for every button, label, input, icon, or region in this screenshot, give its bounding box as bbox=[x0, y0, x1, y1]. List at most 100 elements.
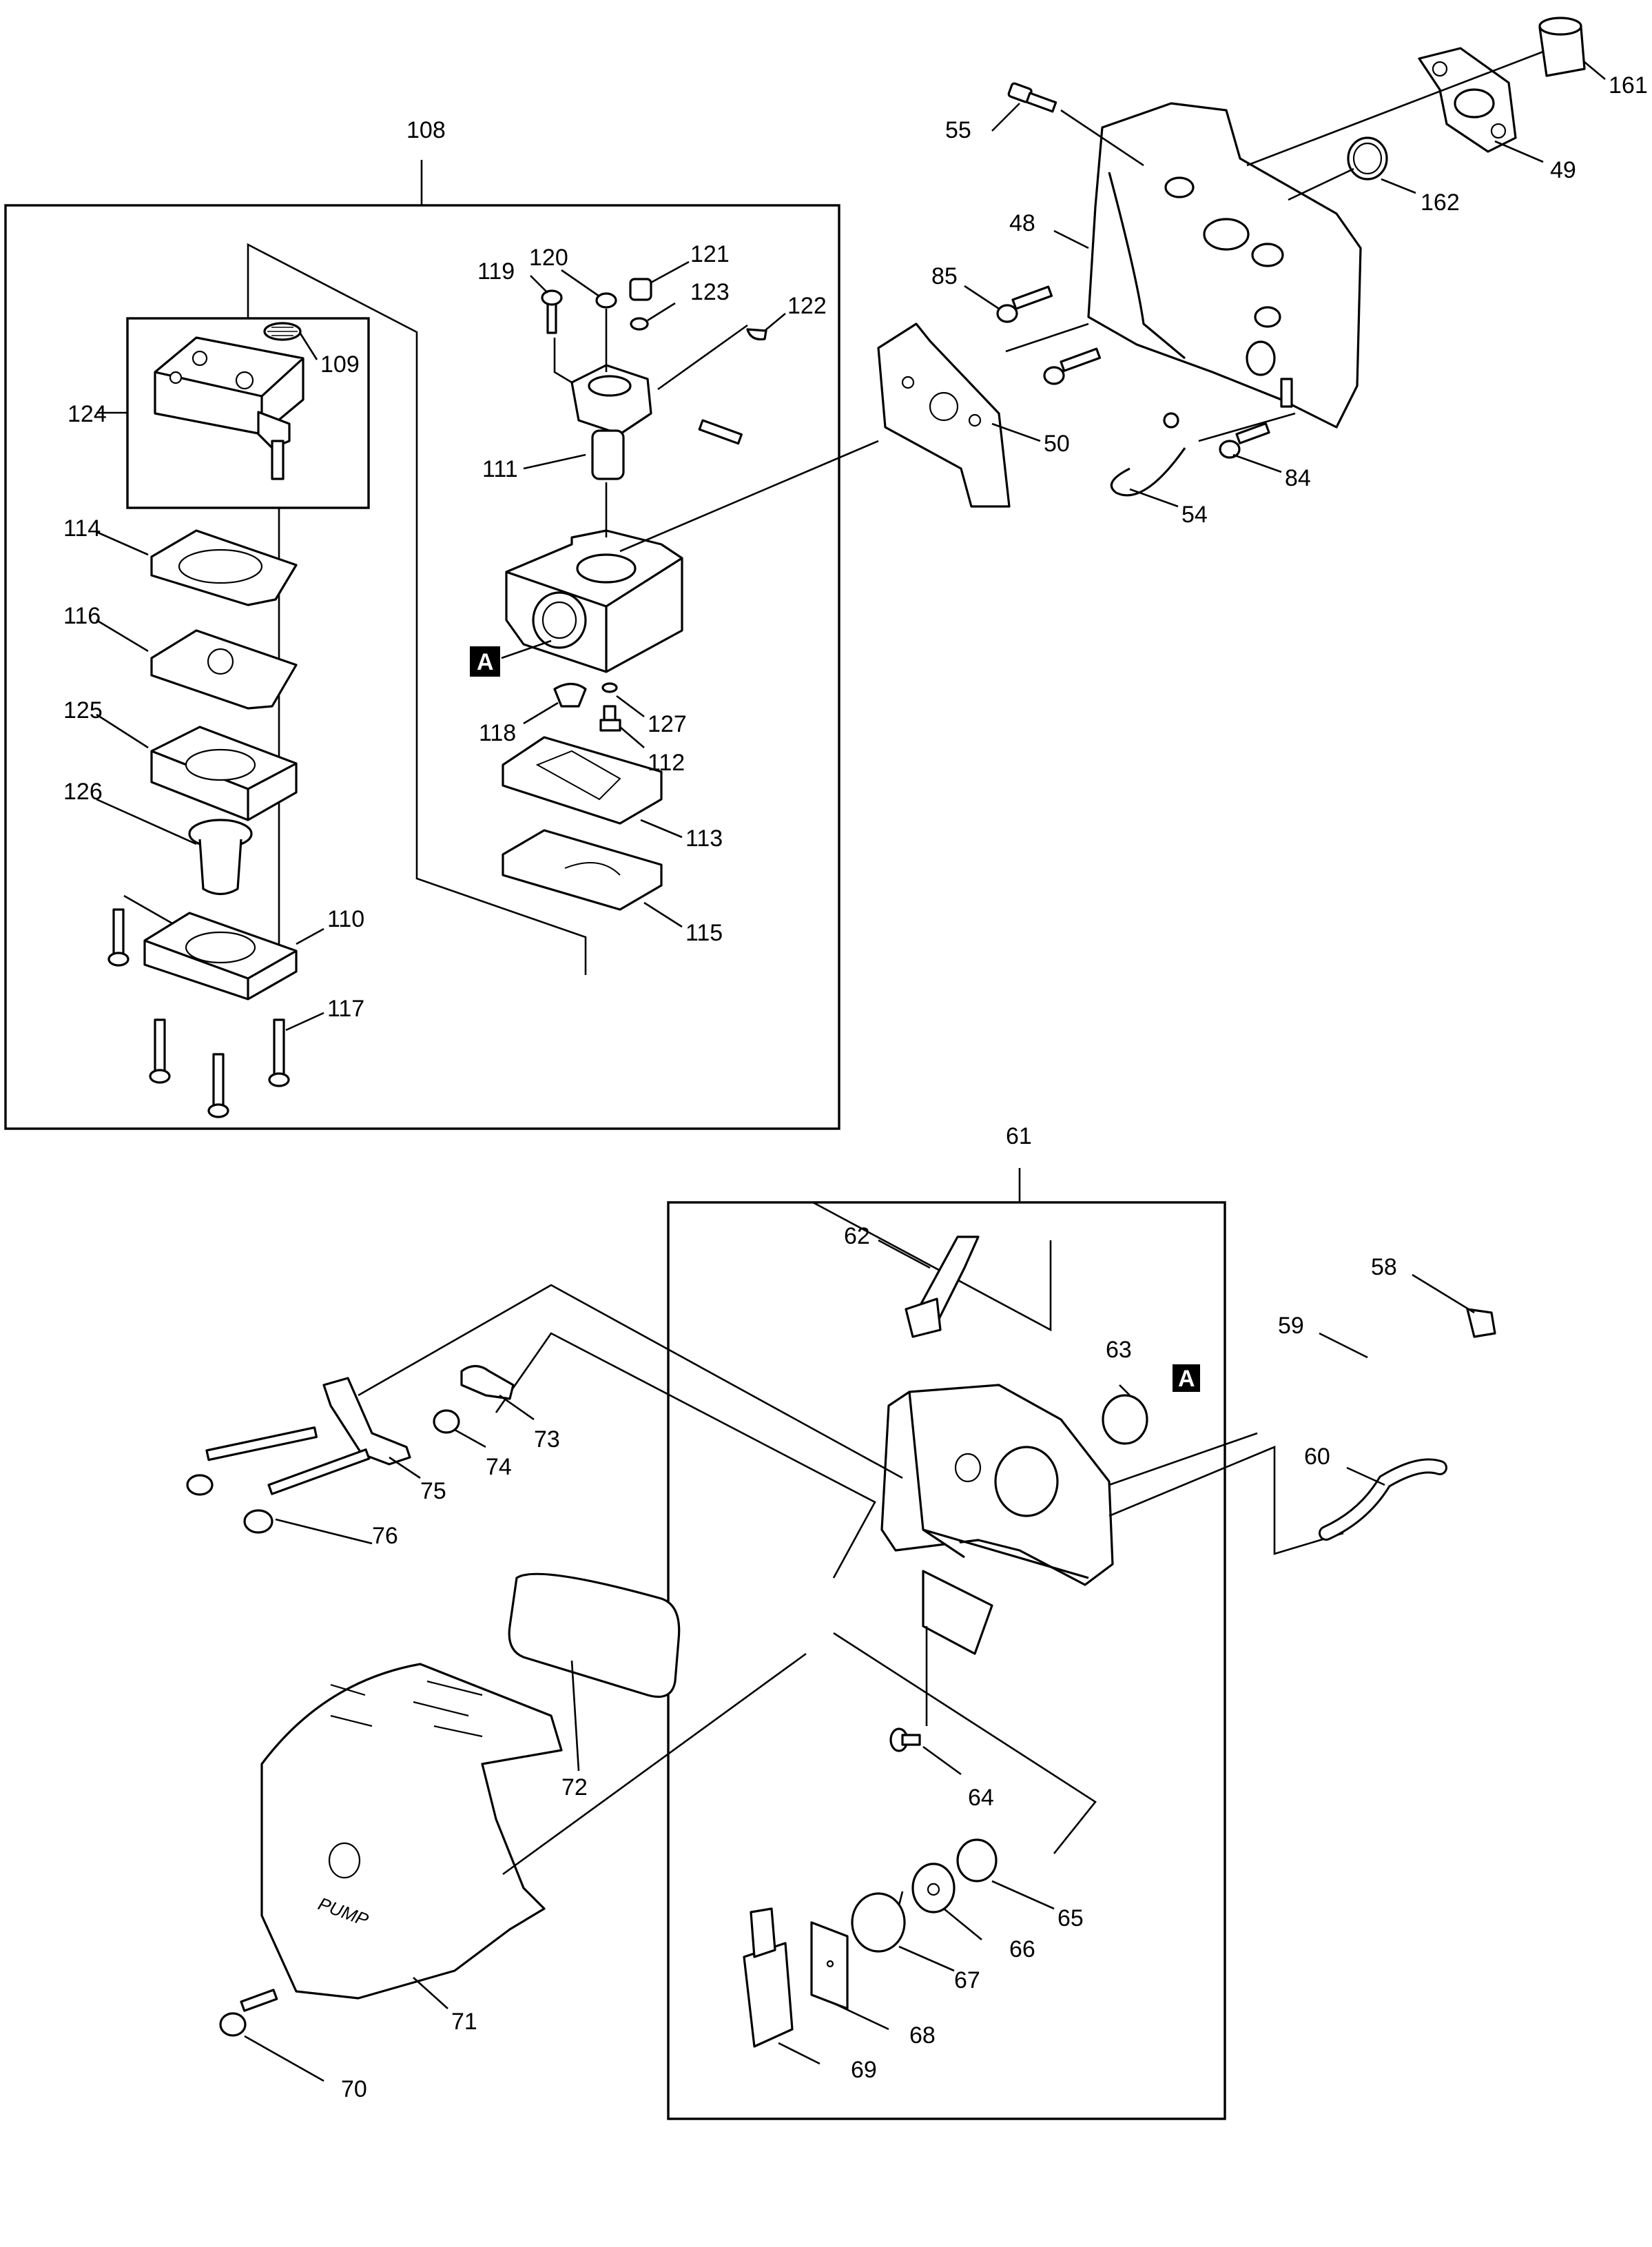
hose-60 bbox=[1319, 1458, 1447, 1541]
o-ring-63 bbox=[1102, 1384, 1148, 1445]
bracket-75 bbox=[322, 1377, 421, 1479]
carburetor-body bbox=[505, 482, 683, 673]
callout-85: 85 bbox=[931, 263, 958, 289]
gasket-113 bbox=[502, 736, 683, 839]
callout-84: 84 bbox=[1285, 465, 1311, 491]
callout-126: 126 bbox=[63, 779, 103, 805]
cap-66 bbox=[911, 1863, 982, 1941]
o-ring-65 bbox=[956, 1838, 1055, 1910]
gasket-114 bbox=[96, 529, 298, 606]
primer-bulb-126 bbox=[96, 798, 253, 896]
callout-112: 112 bbox=[648, 750, 685, 776]
screw-set-117 bbox=[107, 908, 324, 1118]
callout-72: 72 bbox=[561, 1774, 588, 1800]
callout-59: 59 bbox=[1278, 1313, 1304, 1339]
element-68 bbox=[810, 1921, 889, 2031]
callout-125: 125 bbox=[63, 697, 103, 724]
screw-70 bbox=[219, 1989, 324, 2082]
bolt-55 bbox=[991, 82, 1144, 167]
retainer-plate-110 bbox=[123, 894, 324, 1001]
diaphragm-115 bbox=[502, 829, 683, 928]
air-cleaner-base bbox=[880, 1384, 1114, 1655]
callout-62: 62 bbox=[844, 1223, 870, 1249]
cap-121 bbox=[629, 260, 690, 301]
callout-64: 64 bbox=[968, 1785, 994, 1811]
reference-mark-a1 bbox=[470, 646, 500, 677]
callout-66: 66 bbox=[1009, 1936, 1035, 1962]
callout-75: 75 bbox=[420, 1478, 446, 1504]
gasket-50 bbox=[877, 322, 1041, 508]
bolt-84 bbox=[1198, 412, 1296, 473]
callout-71: 71 bbox=[451, 2009, 477, 2035]
seal-127 bbox=[601, 682, 645, 718]
callout-116: 116 bbox=[63, 603, 101, 629]
callout-110: 110 bbox=[327, 906, 364, 932]
bolt-unlabeled-2 bbox=[186, 1426, 318, 1496]
cover-71: PUMP bbox=[260, 1652, 807, 2009]
callout-122: 122 bbox=[787, 293, 827, 319]
sleeve-161 bbox=[1538, 17, 1606, 80]
callout-118: 118 bbox=[479, 720, 516, 746]
callout-161: 161 bbox=[1609, 72, 1648, 99]
callout-61: 61 bbox=[1006, 1123, 1032, 1149]
washer-74 bbox=[433, 1409, 486, 1448]
pump-body-125 bbox=[96, 713, 298, 821]
callout-120: 120 bbox=[529, 245, 568, 271]
callout-50: 50 bbox=[1044, 431, 1070, 457]
callout-48: 48 bbox=[1009, 210, 1035, 236]
callout-117: 117 bbox=[327, 996, 364, 1022]
gear-73 bbox=[460, 1364, 535, 1421]
callout-123: 123 bbox=[690, 279, 730, 305]
callout-114: 114 bbox=[63, 515, 101, 542]
plate-67 bbox=[851, 1891, 955, 1972]
callout-124: 124 bbox=[68, 401, 107, 427]
diaphragm-116 bbox=[96, 619, 298, 710]
bolt-85 bbox=[964, 285, 1053, 323]
bracket-48 bbox=[1053, 102, 1362, 429]
callout-108: 108 bbox=[406, 117, 446, 143]
callout-119: 119 bbox=[477, 258, 515, 285]
needle-112 bbox=[599, 705, 645, 748]
o-ring-162 bbox=[1347, 136, 1416, 194]
callout-115: 115 bbox=[685, 920, 723, 946]
hose-59 bbox=[1248, 1332, 1473, 1422]
insulator-49 bbox=[1418, 47, 1544, 163]
callout-109: 109 bbox=[320, 351, 360, 378]
callout-70: 70 bbox=[341, 2076, 367, 2102]
clamp-54 bbox=[1110, 412, 1186, 508]
reference-mark-a1-text: A bbox=[477, 649, 494, 675]
clip-122 bbox=[746, 313, 786, 341]
callout-127: 127 bbox=[648, 711, 687, 737]
callout-121: 121 bbox=[690, 241, 730, 267]
reference-mark-a2-text: A bbox=[1178, 1366, 1195, 1392]
filter-69 bbox=[743, 1907, 820, 2065]
throttle-lever-assembly-111 bbox=[523, 324, 748, 480]
reference-mark-a2 bbox=[1173, 1364, 1200, 1392]
callout-54: 54 bbox=[1181, 502, 1208, 528]
choke-lever-62 bbox=[878, 1235, 980, 1338]
carburetor-assembly-frame bbox=[4, 204, 840, 1130]
hose-clip-58 bbox=[1412, 1273, 1496, 1338]
screw-64 bbox=[889, 1727, 962, 1776]
callout-67: 67 bbox=[954, 1967, 980, 1993]
washer-120 bbox=[561, 269, 617, 372]
callout-60: 60 bbox=[1304, 1444, 1330, 1470]
callout-63: 63 bbox=[1106, 1337, 1132, 1363]
bolt-76 bbox=[243, 1448, 373, 1545]
callout-55: 55 bbox=[945, 117, 971, 143]
callout-113: 113 bbox=[685, 825, 723, 852]
callout-73: 73 bbox=[534, 1426, 560, 1453]
callout-68: 68 bbox=[909, 2022, 936, 2049]
pump-cover bbox=[154, 336, 304, 480]
filter-72 bbox=[508, 1572, 681, 1772]
callout-58: 58 bbox=[1371, 1254, 1397, 1280]
callout-162: 162 bbox=[1421, 189, 1460, 216]
ring-123 bbox=[630, 302, 676, 331]
bolt-unlabeled bbox=[1005, 322, 1102, 385]
callout-111: 111 bbox=[482, 456, 518, 482]
callout-49: 49 bbox=[1550, 157, 1576, 183]
callout-76: 76 bbox=[372, 1523, 398, 1549]
callout-69: 69 bbox=[851, 2057, 877, 2083]
callout-65: 65 bbox=[1057, 1905, 1084, 1931]
